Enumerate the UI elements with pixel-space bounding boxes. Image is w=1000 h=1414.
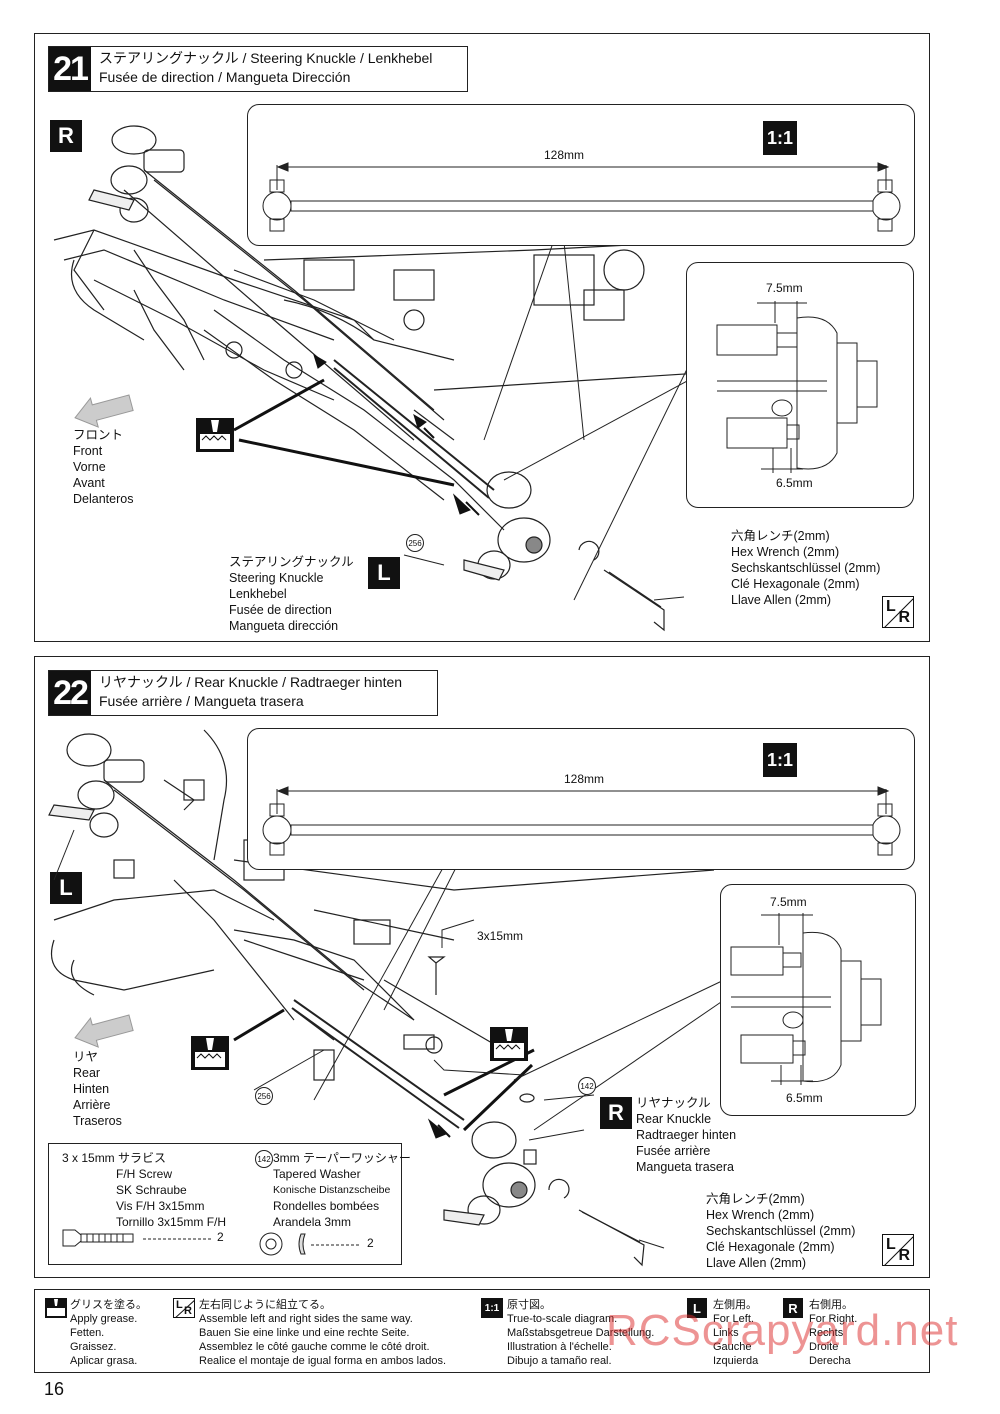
step-22-direction-labels: リヤ Rear Hinten Arrière Traseros bbox=[73, 1050, 122, 1128]
footer-left-text: 左側用。 For Left. Links Gauche Izquierda bbox=[713, 1299, 759, 1367]
footer-scale-text: 原寸図。 True-to-scale diagram. Maßstabsgetr… bbox=[507, 1299, 655, 1367]
step-21-wrench-labels: 六角レンチ(2mm) Hex Wrench (2mm) Sechskantsch… bbox=[731, 529, 881, 607]
step-22-header: 22 リヤナックル / Rear Knuckle / Radtraeger hi… bbox=[48, 670, 438, 716]
step-21-side-badge: R bbox=[50, 120, 82, 152]
legend-washer-drawing bbox=[259, 1232, 306, 1256]
step-22-title-line2: Fusée arrière / Mangueta trasera bbox=[99, 693, 304, 709]
step-22-driveshaft-drawing bbox=[262, 786, 901, 856]
step-21-scale-badge: 1:1 bbox=[763, 121, 797, 155]
footer-right-text: 右側用。 For Right. Rechts Droite Derecha bbox=[809, 1299, 858, 1367]
step-21-header: 21 ステアリングナックル / Steering Knuckle / Lenkh… bbox=[48, 46, 468, 92]
footer-grease-icon bbox=[45, 1298, 67, 1318]
step-21-title-line2: Fusée de direction / Mangueta Dirección bbox=[99, 69, 351, 85]
step-22-knuckle-labels: リヤナックル Rear Knuckle Radtraeger hinten Fu… bbox=[636, 1096, 737, 1174]
step-21-knuckle-badge: L bbox=[368, 557, 400, 589]
legend-washer-dashes bbox=[311, 1244, 359, 1246]
step-22-part-number: 256 bbox=[255, 1087, 273, 1105]
step-21-direction-labels: フロント Front Vorne Avant Delanteros bbox=[73, 428, 134, 506]
step-22-dim-bottom: 6.5mm bbox=[786, 1091, 823, 1105]
step-22-washer-number: 142 bbox=[578, 1077, 596, 1095]
step-21-driveshaft-drawing bbox=[262, 162, 901, 232]
footer-legend: グリスを塗る。 Apply grease. Fetten. Graissez. … bbox=[34, 1289, 930, 1373]
step-21-chassis-drawing bbox=[53, 125, 915, 632]
step-22-shaft-length: 128mm bbox=[564, 772, 605, 786]
step-22-detail-inset: 7.5mm 6.5mm bbox=[720, 884, 916, 1116]
step-21-panel bbox=[34, 33, 930, 642]
step-21-detail-inset: 7.5mm 6.5mm bbox=[686, 262, 914, 508]
step-22-chassis-drawing bbox=[48, 729, 725, 1267]
footer-scale-icon: 1:1 bbox=[481, 1298, 503, 1318]
footer-grease-text: グリスを塗る。 Apply grease. Fetten. Graissez. … bbox=[70, 1299, 147, 1367]
step-21-knuckle-labels: ステアリングナックル Steering Knuckle Lenkhebel Fu… bbox=[229, 555, 354, 633]
step-21-number: 21 bbox=[49, 47, 91, 91]
legend-screw-qty: 2 bbox=[217, 1230, 224, 1244]
footer-lr-text: 左右同じように組立てる。 Assemble left and right sid… bbox=[199, 1299, 447, 1367]
step-22-parts-legend: 3 x 15mm サラビス F/H Screw SK Schraube Vis … bbox=[48, 1143, 411, 1265]
step-21-title-line1: ステアリングナックル / Steering Knuckle / Lenkhebe… bbox=[99, 50, 433, 66]
step-21-lr-icon: L R bbox=[882, 596, 914, 628]
legend-washer-qty: 2 bbox=[367, 1236, 374, 1250]
legend-screw-drawing bbox=[62, 1229, 134, 1247]
legend-screw-text: 3 x 15mm サラビス F/H Screw SK Schraube Vis … bbox=[62, 1151, 227, 1229]
step-21-grease-icon bbox=[196, 418, 234, 452]
step-22-wrench-labels: 六角レンチ(2mm) Hex Wrench (2mm) Sechskantsch… bbox=[706, 1192, 856, 1270]
step-21-shaft-length: 128mm bbox=[544, 148, 585, 162]
step-21-shaft-inset: 1:1 128mm bbox=[247, 104, 915, 246]
step-22-panel bbox=[34, 656, 930, 1278]
footer-lr-icon: L R bbox=[173, 1298, 195, 1318]
step-21-dim-bottom: 6.5mm bbox=[776, 476, 813, 490]
step-22-number: 22 bbox=[49, 671, 91, 715]
step-22-knuckle-badge: R bbox=[600, 1097, 632, 1129]
step-21-dim-top: 7.5mm bbox=[766, 281, 803, 295]
step-22-grease-icon-left bbox=[191, 1036, 229, 1070]
step-22-shaft-inset: 1:1 128mm bbox=[247, 728, 915, 870]
step-22-scale-badge: 1:1 bbox=[763, 743, 797, 777]
legend-washer-text: 3mm テーパーワッシャー Tapered Washer Konische Di… bbox=[273, 1151, 411, 1229]
legend-screw-dashes bbox=[143, 1238, 213, 1240]
watermark: RCScrapyard.net bbox=[606, 1306, 959, 1355]
page-number: 16 bbox=[44, 1379, 65, 1399]
footer-right-icon: R bbox=[783, 1298, 803, 1318]
step-22-title-line1: リヤナックル / Rear Knuckle / Radtraeger hinte… bbox=[99, 674, 403, 690]
step-21-part-number: 256 bbox=[406, 534, 424, 552]
step-22-screw-label: 3x15mm bbox=[477, 929, 524, 943]
footer-left-icon: L bbox=[687, 1298, 707, 1318]
step-22-grease-icon-right bbox=[490, 1027, 528, 1061]
step-22-lr-icon: L R bbox=[882, 1234, 914, 1266]
step-22-dim-top: 7.5mm bbox=[770, 895, 807, 909]
step-22-detail-drawing bbox=[730, 913, 882, 1085]
legend-washer-number: 142 bbox=[255, 1150, 273, 1168]
step-21-detail-drawing bbox=[716, 301, 878, 473]
